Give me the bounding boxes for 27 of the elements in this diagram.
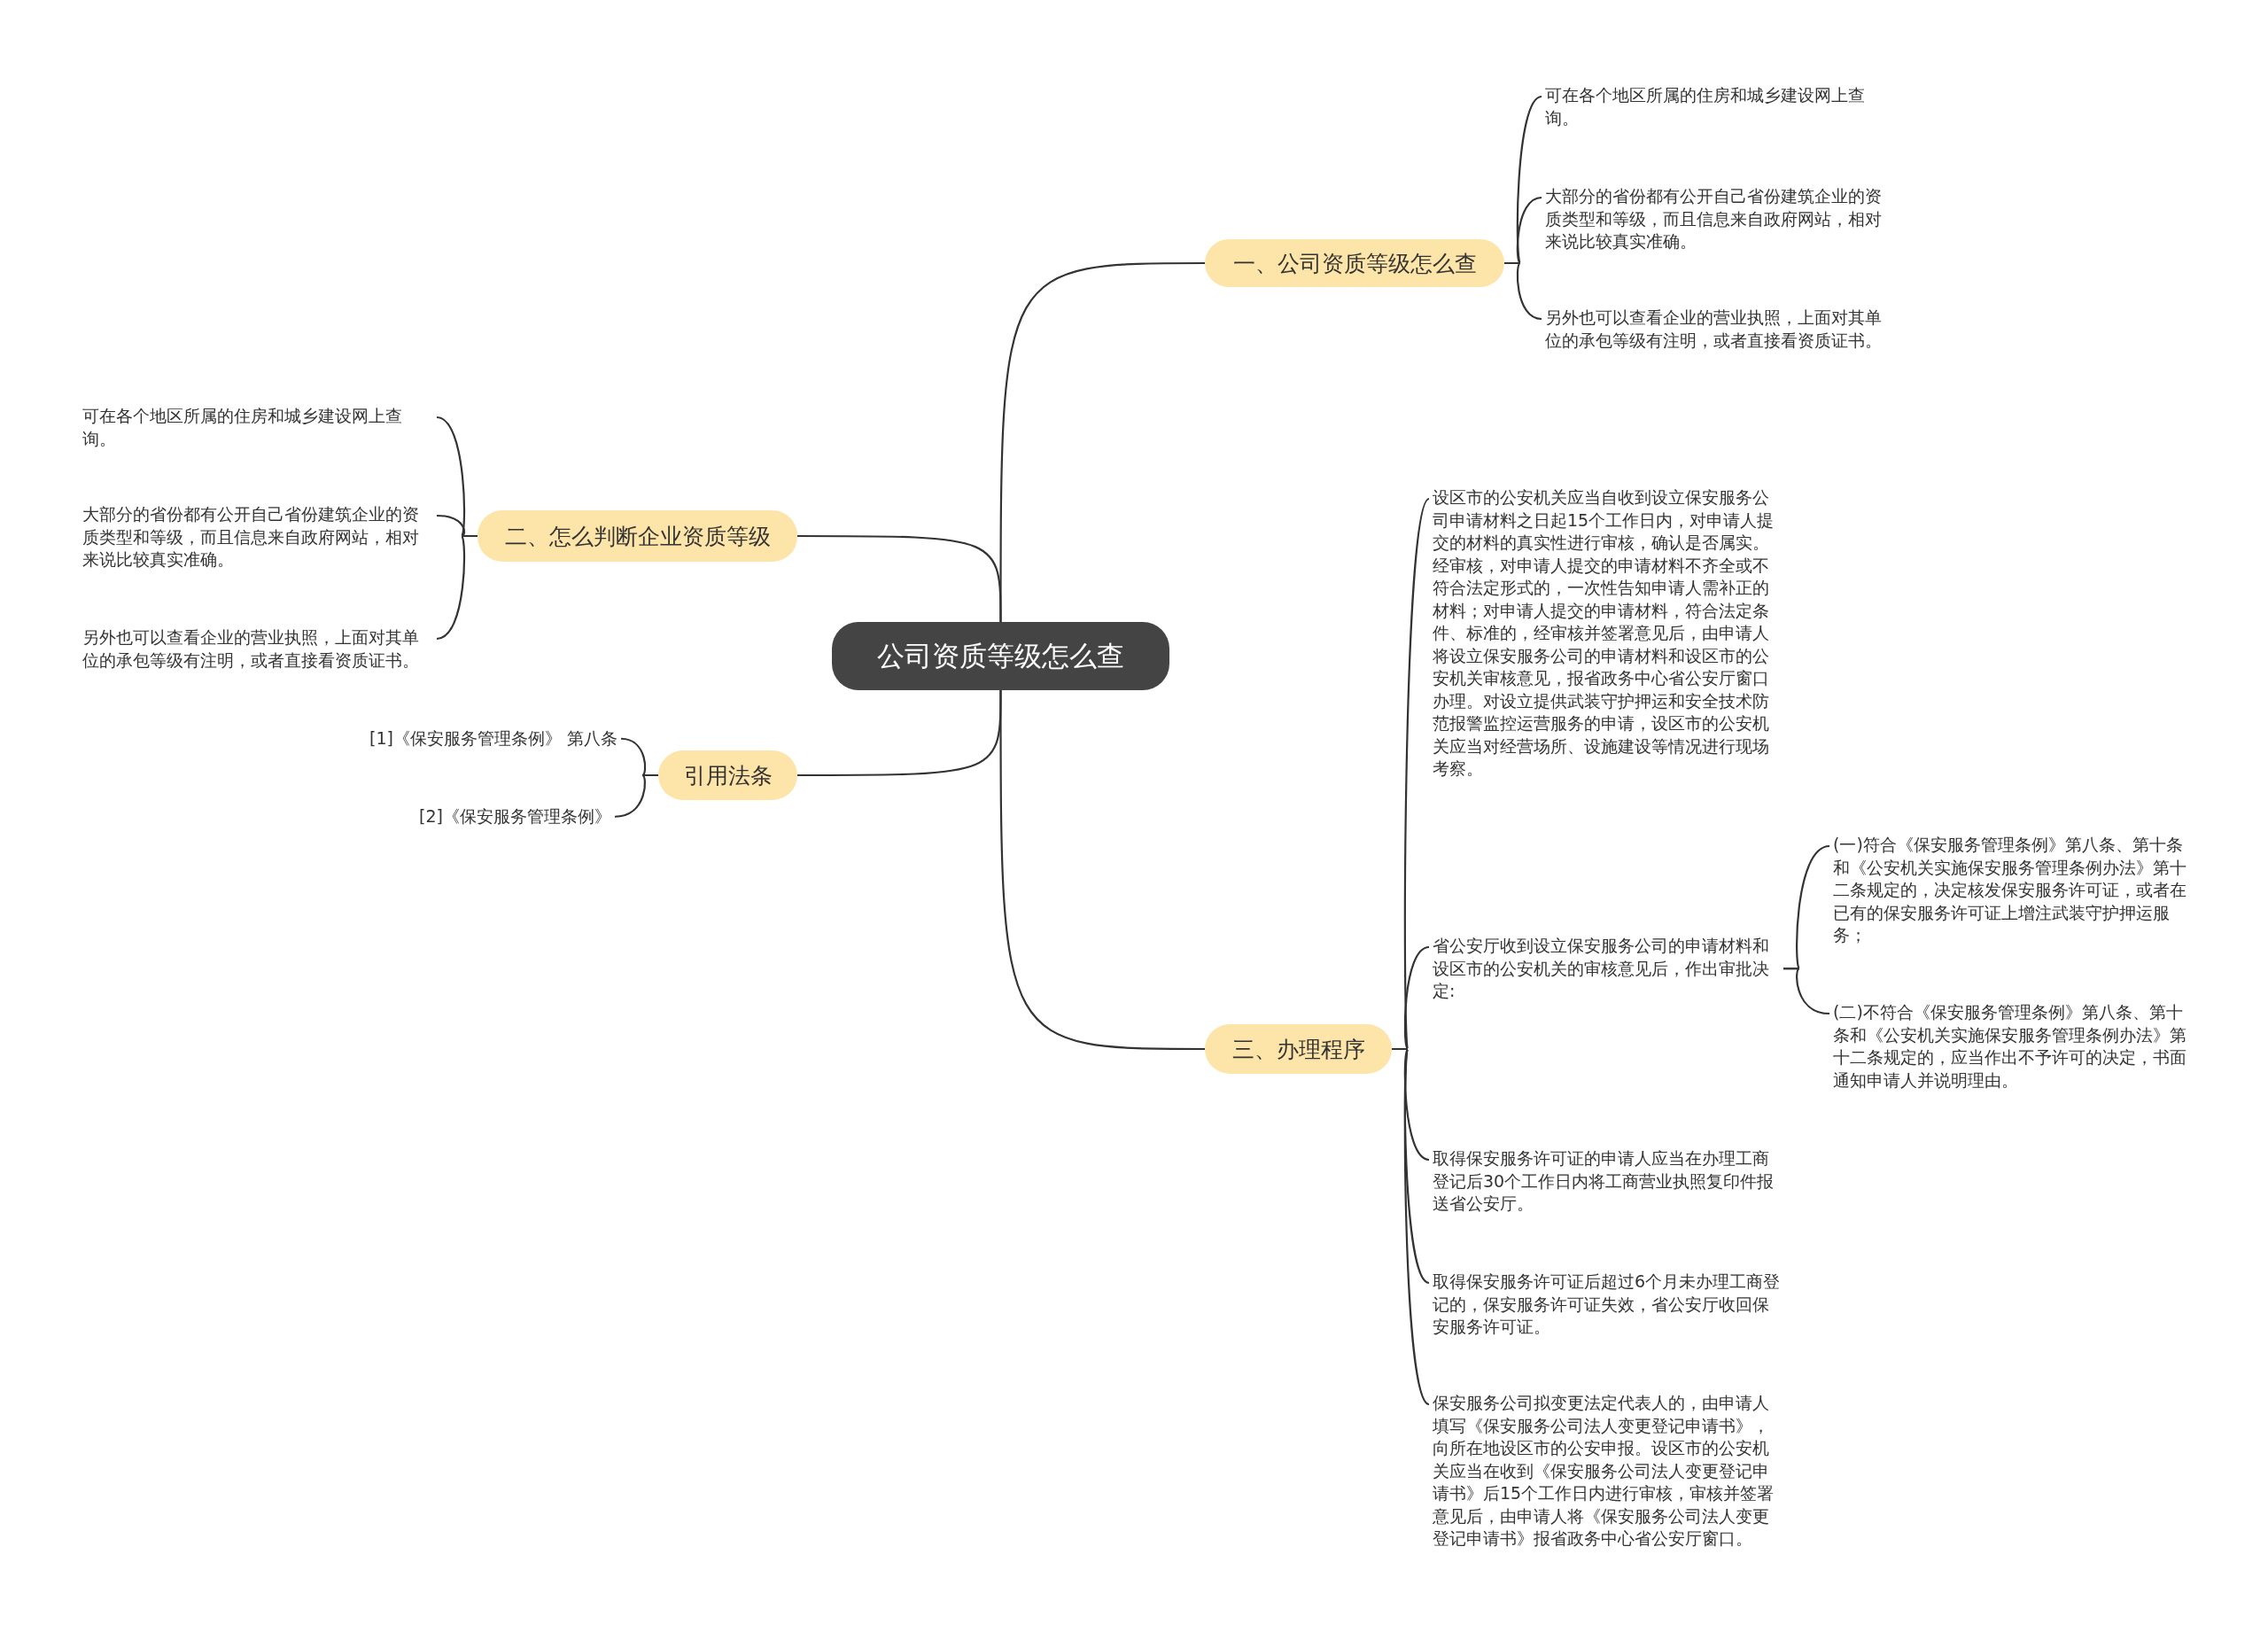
branch-topic: 一、公司资质等级怎么查 xyxy=(1205,239,1504,287)
note-text: 取得保安服务许可证后超过6个月未办理工商登记的，保安服务许可证失效，省公安厅收回保安服务许可证。 xyxy=(1433,1271,1783,1339)
branch-topic: 三、办理程序 xyxy=(1205,1024,1392,1074)
connector-line xyxy=(1504,261,1542,321)
note-text: [2]《保安服务管理条例》 xyxy=(419,805,611,828)
connector-line xyxy=(436,534,478,641)
note-text: 取得保安服务许可证的申请人应当在办理工商登记后30个工作日内将工商营业执照复印件报送省公安厅。 xyxy=(1433,1147,1783,1216)
branch-topic: 引用法条 xyxy=(658,750,797,800)
note-text: (一)符合《保安服务管理条例》第八条、第十条和《公安机关实施保安服务管理条例办法》第十二条规定的，决定核发保安服务许可证，或者在已有的保安服务许可证上增注武装守护押运服务； xyxy=(1833,834,2187,947)
connector-line xyxy=(1392,1047,1430,1405)
note-text: 大部分的省份都有公开自己省份建筑企业的资质类型和等级，而且信息来自政府网站，相对来说比较真实准确。 xyxy=(1545,185,1896,253)
note-text: 另外也可以查看企业的营业执照，上面对其单位的承包等级有注明，或者直接看资质证书。 xyxy=(1545,307,1896,352)
note-text: 省公安厅收到设立保安服务公司的申请材料和设区市的公安机关的审核意见后，作出审批决定: xyxy=(1433,935,1783,1003)
note-text: 保安服务公司拟变更法定代表人的，由申请人填写《保安服务公司法人变更登记申请书》，向所在地设区市的公安申报。设区市的公安机关应当在收到《保安服务公司法人变更登记申请书》后15个工作日内进行审核，审核并签署意见后，由申请人将《保安服务公司法人变更登记申请书》报省政务中心省公安厅窗口。 xyxy=(1433,1392,1783,1550)
note-text: 另外也可以查看企业的营业执照，上面对其单位的承包等级有注明，或者直接看资质证书。 xyxy=(82,626,433,672)
connector-line xyxy=(614,773,658,818)
connector-line xyxy=(797,534,1002,622)
note-text: 设区市的公安机关应当自收到设立保安服务公司申请材料之日起15个工作日内，对申请人提交的材料的真实性进行审核，确认是否属实。经审核，对申请人提交的申请材料不齐全或不符合法定形式的，一次性告知申请人需补正的材料；对申请人提交的申请材料，符合法定条件、标准的，经审核并签署意见后，由申请人将设立保安服务公司的申请材料和设区市的公安机关审核意见，报省政务中心省公安厅窗口办理。对设立提供武装守护押运和安全技术防范报警监控运营服务的申请，设区市的公安机关应当对经营场所、设施建设等情况进行现场考察。 xyxy=(1433,486,1783,781)
connector-line xyxy=(999,690,1205,1051)
note-text: (二)不符合《保安服务管理条例》第八条、第十条和《公安机关实施保安服务管理条例办法》第十二条规定的，应当作出不予许可的决定，书面通知申请人并说明理由。 xyxy=(1833,1001,2187,1092)
note-text: 可在各个地区所属的住房和城乡建设网上查询。 xyxy=(1545,84,1896,129)
branch-topic: 二、怎么判断企业资质等级 xyxy=(478,510,797,562)
note-text: 大部分的省份都有公开自己省份建筑企业的资质类型和等级，而且信息来自政府网站，相对来说比较真实准确。 xyxy=(82,503,433,571)
note-text: 可在各个地区所属的住房和城乡建设网上查询。 xyxy=(82,405,433,450)
central-topic: 公司资质等级怎么查 xyxy=(832,622,1169,690)
note-text: [1]《保安服务管理条例》 第八条 xyxy=(369,727,617,750)
connector-line xyxy=(1783,968,1830,1015)
